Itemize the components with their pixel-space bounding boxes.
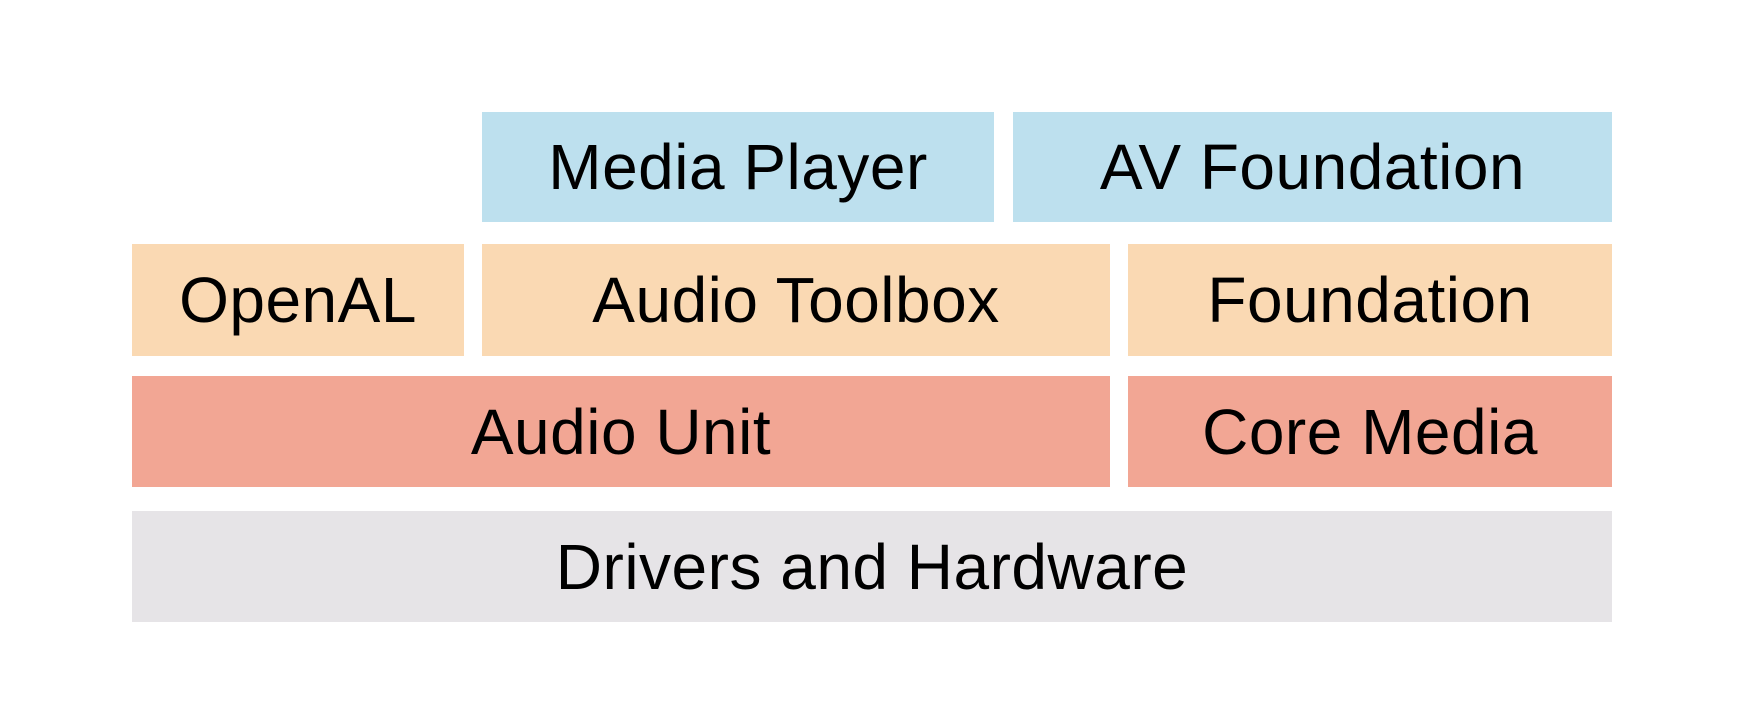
layer-box-core-media: Core Media [1128, 376, 1612, 487]
layer-box-drivers-and-hardware: Drivers and Hardware [132, 511, 1612, 622]
core-media-label: Core Media [1202, 395, 1538, 468]
layer-box-av-foundation: AV Foundation [1013, 112, 1612, 222]
foundation-label: Foundation [1207, 264, 1533, 336]
audio-unit-label: Audio Unit [470, 395, 772, 468]
openal-label: OpenAL [179, 264, 417, 336]
layer-box-foundation: Foundation [1128, 244, 1612, 356]
drivers-and-hardware-label: Drivers and Hardware [555, 530, 1189, 603]
layer-box-media-player: Media Player [482, 112, 994, 222]
layer-box-audio-unit: Audio Unit [132, 376, 1110, 487]
media-player-label: Media Player [548, 131, 928, 203]
audio-toolbox-label: Audio Toolbox [592, 264, 1000, 336]
layer-box-audio-toolbox: Audio Toolbox [482, 244, 1110, 356]
layer-box-openal: OpenAL [132, 244, 464, 356]
av-foundation-label: AV Foundation [1099, 131, 1526, 203]
